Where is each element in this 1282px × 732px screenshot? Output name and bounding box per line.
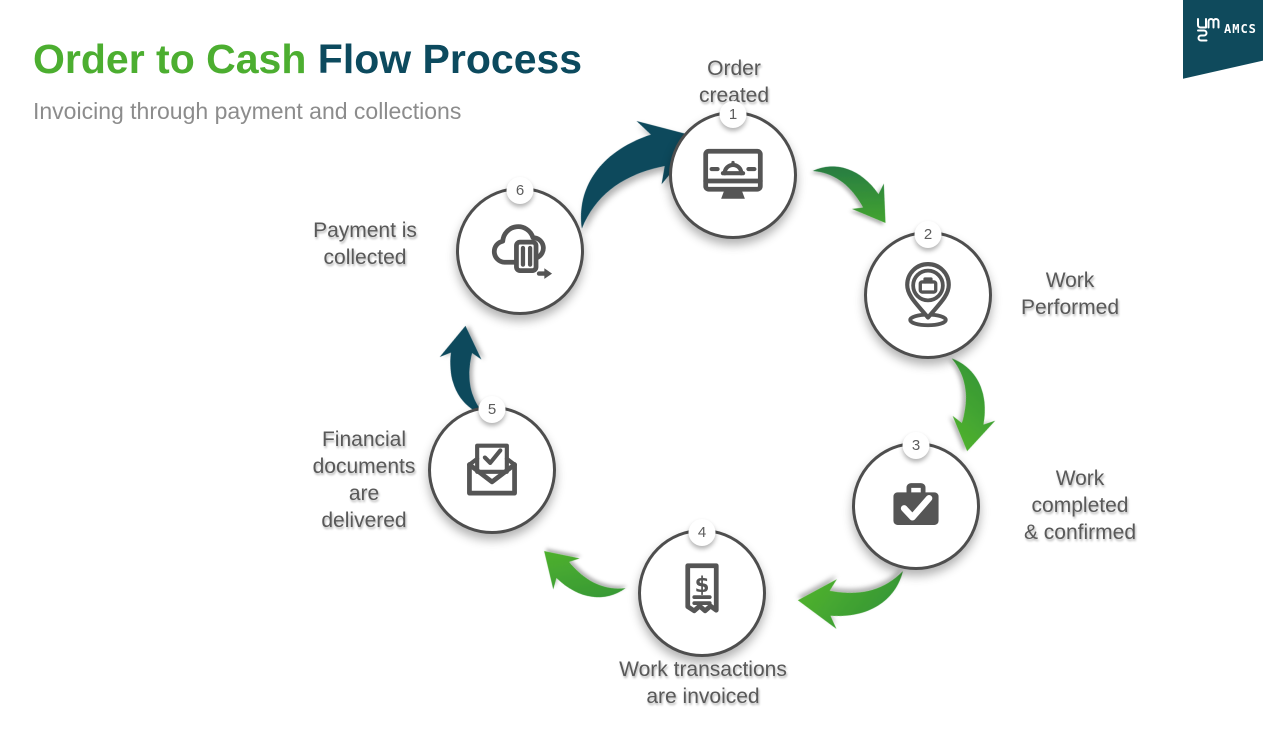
page-subtitle: Invoicing through payment and collection… — [33, 98, 462, 124]
step-number-badge: 6 — [506, 177, 534, 204]
briefcase-check-icon — [893, 483, 939, 525]
step-label-5: Financial documents are delivered — [312, 428, 416, 532]
title-rest: Flow Process — [306, 36, 583, 82]
step-label-3: Work completed & confirmed — [1023, 467, 1137, 544]
step-number-badge: 1 — [719, 101, 747, 128]
step-node-3: 3 — [852, 432, 980, 570]
step-label-1: Order created — [698, 57, 770, 107]
svg-text:$: $ — [695, 573, 710, 598]
step-node-1: 1 — [669, 101, 797, 239]
brand-name: AMCS — [1224, 22, 1257, 36]
title-accent: Order to Cash — [33, 36, 307, 82]
arrow-2-to-3 — [932, 358, 1007, 456]
step-number-badge: 2 — [914, 221, 942, 248]
cloud-payment-icon — [491, 224, 553, 279]
brand-banner: AMCS — [1183, 0, 1263, 79]
page-title: Order to Cash Flow Process — [33, 36, 582, 83]
arrow-1-to-2 — [812, 142, 903, 242]
invoice-receipt-icon: $ — [685, 563, 719, 614]
step-number-badge: 5 — [478, 396, 506, 423]
step-node-5: 5 — [428, 396, 556, 534]
step-node-4: 4 $ — [638, 519, 766, 657]
envelope-check-icon — [467, 443, 517, 496]
step-label-2: Work Performed — [1020, 269, 1120, 319]
step-label-4: Work transactions are invoiced — [619, 658, 787, 708]
location-pin-briefcase-icon — [905, 262, 951, 328]
arrow-3-to-4 — [794, 558, 903, 637]
arrow-4-to-5 — [529, 527, 626, 625]
step-number-badge: 3 — [902, 432, 930, 459]
step-node-6: 6 — [456, 177, 584, 315]
monitor-order-icon — [703, 148, 763, 199]
step-number-badge: 4 — [688, 519, 716, 546]
step-label-6: Payment is collected — [313, 219, 417, 269]
step-node-2: 2 — [864, 221, 992, 359]
amcs-logo-icon — [1197, 18, 1220, 42]
